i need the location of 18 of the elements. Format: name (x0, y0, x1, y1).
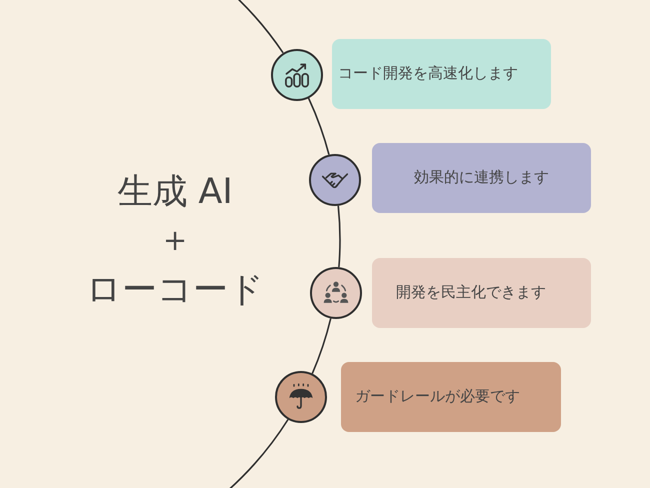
heading-text: 生成 AI (117, 171, 233, 213)
arc-connector (228, 419, 289, 488)
card-text: ガードレールが必要です (355, 387, 520, 407)
feature-card (341, 362, 561, 432)
feature-card (332, 39, 551, 109)
timeline-circle (275, 371, 328, 423)
arc-connector (236, 0, 284, 54)
timeline-circle (270, 49, 323, 101)
arc-connector (312, 318, 332, 374)
arc-connector (308, 98, 330, 155)
feature-card (372, 143, 591, 213)
card-text: コード開発を高速化します (338, 64, 518, 84)
card-text: 開発を民主化できます (396, 283, 546, 303)
heading-text: ローコード (86, 269, 264, 311)
heading-text: ＋ (158, 219, 192, 261)
arc-connector (337, 206, 341, 268)
card-text: 効果的に連携します (414, 168, 549, 188)
feature-card (372, 258, 591, 328)
